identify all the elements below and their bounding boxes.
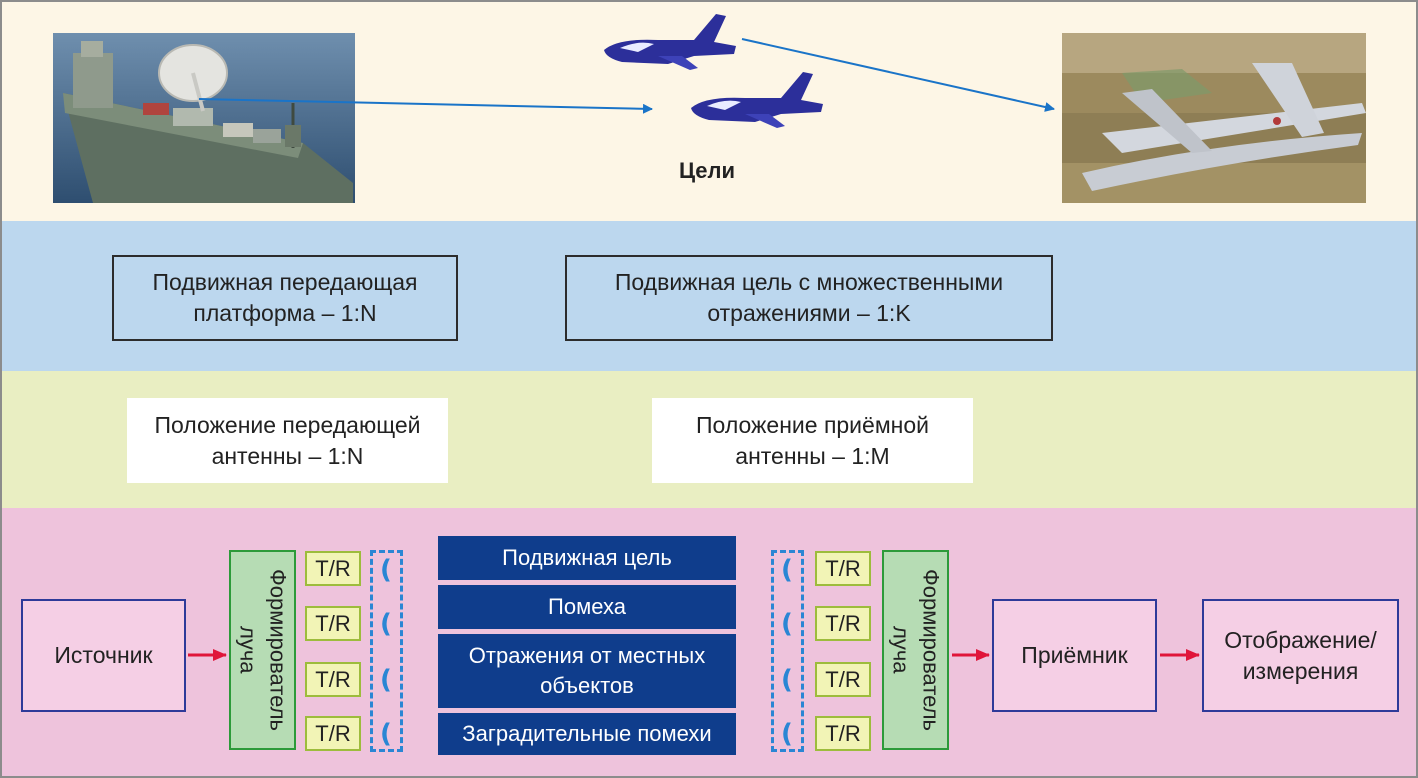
tx-tr-module: T/R — [305, 716, 361, 751]
moving-target-box: Подвижная цель с множественными отражени… — [565, 255, 1053, 341]
tx-beamformer-box: Формирователь луча — [229, 550, 296, 750]
antenna-arc-icon: ( — [781, 555, 793, 585]
rx-antenna-array — [771, 550, 804, 752]
antenna-arc-icon: ( — [380, 609, 392, 639]
rx-tr-module: T/R — [815, 716, 871, 751]
rx-tr-module: T/R — [815, 551, 871, 586]
env-jamming: Заградительные помехи — [438, 713, 736, 755]
rx-beamformer-box: Формирователь луча — [882, 550, 949, 750]
tx-antenna-position-box: Положение передающей антенны – 1:N — [127, 398, 448, 483]
antenna-arc-icon: ( — [781, 665, 793, 695]
antenna-arc-icon: ( — [380, 719, 392, 749]
rx-tr-module: T/R — [815, 662, 871, 697]
env-moving-target: Подвижная цель — [438, 536, 736, 580]
jet-aircraft-icon — [691, 72, 823, 128]
tx-tr-module: T/R — [305, 551, 361, 586]
display-measurement-box: Отображение/ измерения — [1202, 599, 1399, 712]
antenna-band: Положение передающей антенны – 1:N Полож… — [2, 371, 1416, 508]
target-link-arrows — [198, 38, 1055, 114]
uav-drone-icon — [1062, 33, 1366, 203]
transmit-platform-box: Подвижная передающая платформа – 1:N — [112, 255, 458, 341]
antenna-arc-icon: ( — [380, 665, 392, 695]
platform-band: Подвижная передающая платформа – 1:N Под… — [2, 221, 1416, 371]
receiver-box: Приёмник — [992, 599, 1157, 712]
env-clutter: Отражения от местных объектов — [438, 634, 736, 708]
antenna-arc-icon: ( — [781, 719, 793, 749]
signal-chain-band: Источник Формирователь луча T/R T/R T/R … — [2, 508, 1416, 776]
signal-flow-arrows — [188, 649, 1200, 661]
tx-tr-module: T/R — [305, 662, 361, 697]
tx-tr-module: T/R — [305, 606, 361, 641]
rx-antenna-position-box: Положение приёмной антенны – 1:M — [652, 398, 973, 483]
source-box: Источник — [21, 599, 186, 712]
antenna-arc-icon: ( — [380, 555, 392, 585]
env-interference: Помеха — [438, 585, 736, 629]
ship-with-radar-dish-icon — [53, 33, 355, 203]
targets-band: Цели — [2, 2, 1416, 221]
jet-aircraft-icon — [604, 14, 736, 70]
rx-tr-module: T/R — [815, 606, 871, 641]
tx-antenna-array — [370, 550, 403, 752]
antenna-arc-icon: ( — [781, 609, 793, 639]
targets-label: Цели — [678, 157, 736, 183]
